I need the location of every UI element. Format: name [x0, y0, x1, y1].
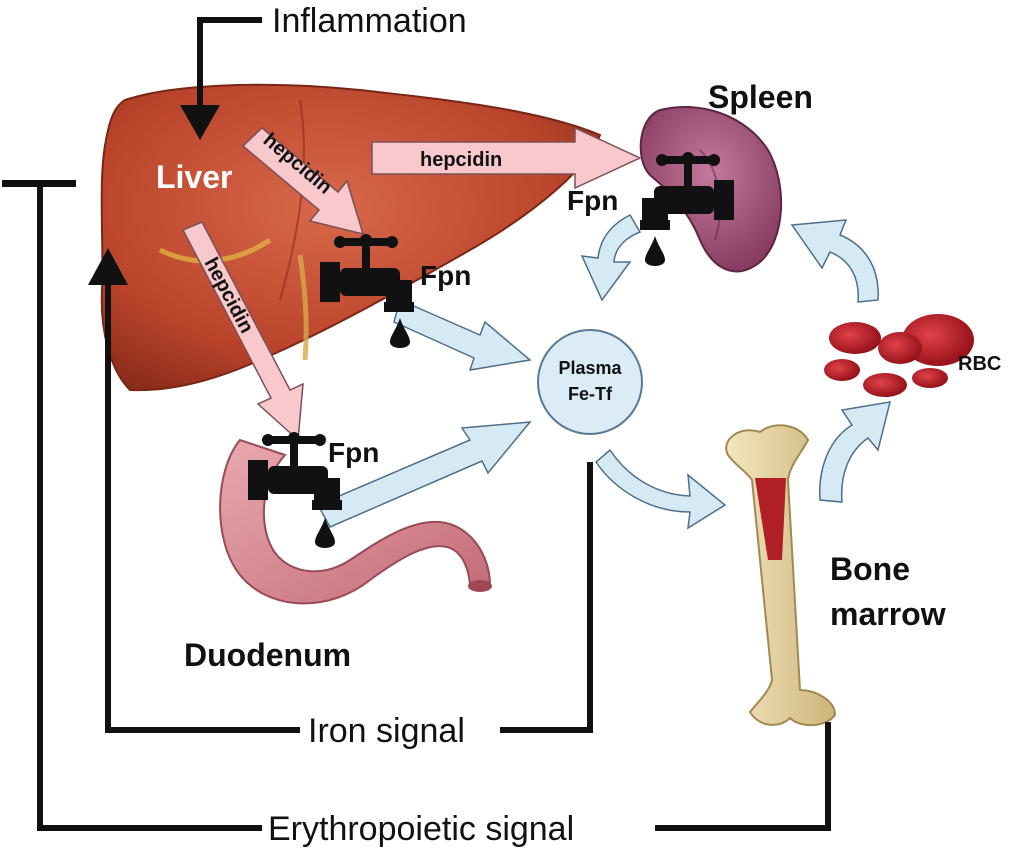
flow-arrow-marrow-to-rbc	[819, 401, 892, 503]
hepcidin-arrow-to-spleen	[371, 126, 642, 190]
hepcidin-arrow-to-liver-fpn	[241, 126, 365, 236]
plasma-label-line1: Plasma	[558, 358, 622, 378]
faucet-icon	[320, 234, 414, 312]
flow-arrow-plasma-to-marrow	[595, 448, 727, 530]
bone-marrow-label-line2: marrow	[830, 596, 946, 632]
activation-arrow-icon	[180, 105, 220, 140]
inflammation-signal	[197, 17, 262, 115]
liver-label: Liver	[156, 159, 232, 195]
hepcidin-arrow-to-duodenum-fpn	[181, 221, 304, 442]
flow-arrow-spleen-to-plasma	[580, 214, 642, 302]
plasma-fe-tf-pool	[537, 329, 643, 435]
bone-marrow-femur	[725, 424, 837, 727]
fpn-label-duodenum: Fpn	[328, 437, 379, 468]
iron-drop-icon	[645, 236, 665, 266]
duodenum-label: Duodenum	[184, 637, 351, 673]
bone-marrow-label-line1: Bone	[830, 551, 910, 587]
duodenum	[219, 438, 492, 605]
erythropoietic-signal-label: Erythropoietic signal	[268, 810, 574, 848]
plasma-label-line2: Fe-Tf	[568, 384, 613, 404]
flow-arrow-liver-to-plasma	[393, 298, 532, 371]
faucet-icon	[248, 432, 342, 510]
inhibition-bar-icon	[2, 180, 76, 187]
erythropoietic-signal-line	[37, 183, 831, 831]
flow-arrow-duodenum-to-plasma	[316, 421, 532, 528]
liver	[100, 83, 602, 392]
fpn-label-spleen: Fpn	[567, 185, 618, 216]
iron-signal-line	[105, 280, 593, 733]
spleen-label: Spleen	[708, 79, 813, 115]
fpn-label-liver: Fpn	[420, 260, 471, 291]
hepcidin-label-spleen: hepcidin	[420, 149, 502, 171]
inflammation-label: Inflammation	[272, 2, 467, 40]
iron-drop-icon	[390, 318, 410, 348]
red-blood-cells	[824, 314, 974, 397]
rbc-label: RBC	[958, 353, 1001, 375]
flow-arrow-rbc-to-spleen	[790, 219, 879, 303]
iron-signal-label: Iron signal	[308, 712, 465, 750]
faucet-icon	[640, 152, 734, 230]
activation-arrow-icon	[88, 248, 128, 285]
iron-drop-icon	[315, 518, 335, 548]
